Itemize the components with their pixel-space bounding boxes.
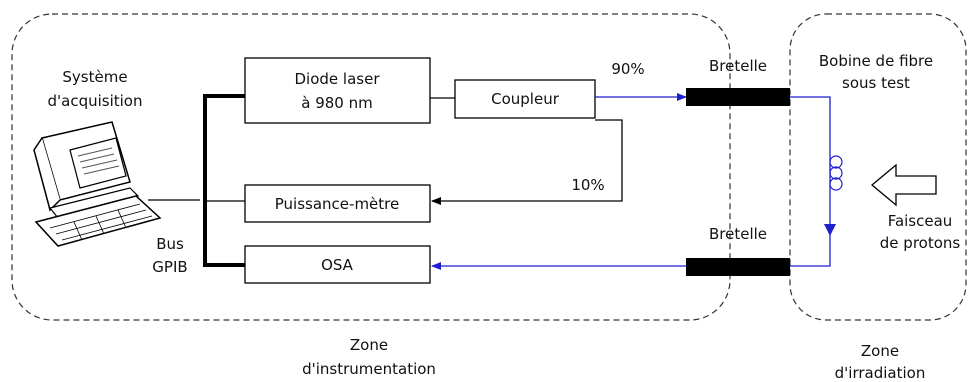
faisceau-label-1: Faisceau: [888, 212, 953, 230]
coupleur-box: [454, 79, 596, 119]
puissance-metre-label: Puissance-mètre: [275, 195, 399, 213]
ratio-10-label: 10%: [571, 176, 604, 194]
fiber-coil-icon: [829, 155, 843, 191]
ratio-90-label: 90%: [611, 60, 644, 78]
zone-instrumentation-label-1: Zone: [350, 336, 388, 354]
proton-beam-arrow-icon: [870, 163, 937, 207]
bretelle-bottom-label: Bretelle: [709, 225, 767, 243]
zone-instrumentation-border: [11, 13, 731, 321]
bretelle-top-label: Bretelle: [709, 57, 767, 75]
bobine-label-1: Bobine de fibre: [819, 52, 933, 70]
bretelle-top-cord: [686, 88, 790, 106]
osa-box: [244, 245, 431, 284]
zone-irradiation-border: [789, 13, 967, 321]
diode-laser-label-2: à 980 nm: [301, 94, 372, 112]
ten-percent-path: [431, 119, 623, 205]
zone-irradiation-label-2: d'irradiation: [835, 364, 926, 382]
computer-icon: [33, 121, 200, 247]
bus-label-2: GPIB: [152, 258, 187, 276]
osa-label: OSA: [321, 256, 354, 274]
zone-irradiation-label-1: Zone: [861, 342, 899, 360]
acquisition-label-2: d'acquisition: [48, 92, 143, 110]
puissance-metre-box: [244, 184, 431, 223]
fiber-under-test: [790, 96, 831, 267]
diode-laser-label-1: Diode laser: [295, 70, 381, 88]
fiber-arrow-down: [824, 224, 836, 236]
diode-laser-box: [244, 57, 431, 124]
bus-label-1: Bus: [156, 235, 184, 253]
zone-instrumentation-label-2: d'instrumentation: [302, 360, 436, 378]
faisceau-label-2: de protons: [880, 234, 961, 252]
coupleur-label: Coupleur: [491, 90, 560, 108]
bobine-label-2: sous test: [842, 74, 910, 92]
bretelle-bottom-cord: [686, 258, 790, 276]
gpib-bus-line: [203, 94, 245, 267]
acquisition-label-1: Système: [62, 68, 127, 86]
